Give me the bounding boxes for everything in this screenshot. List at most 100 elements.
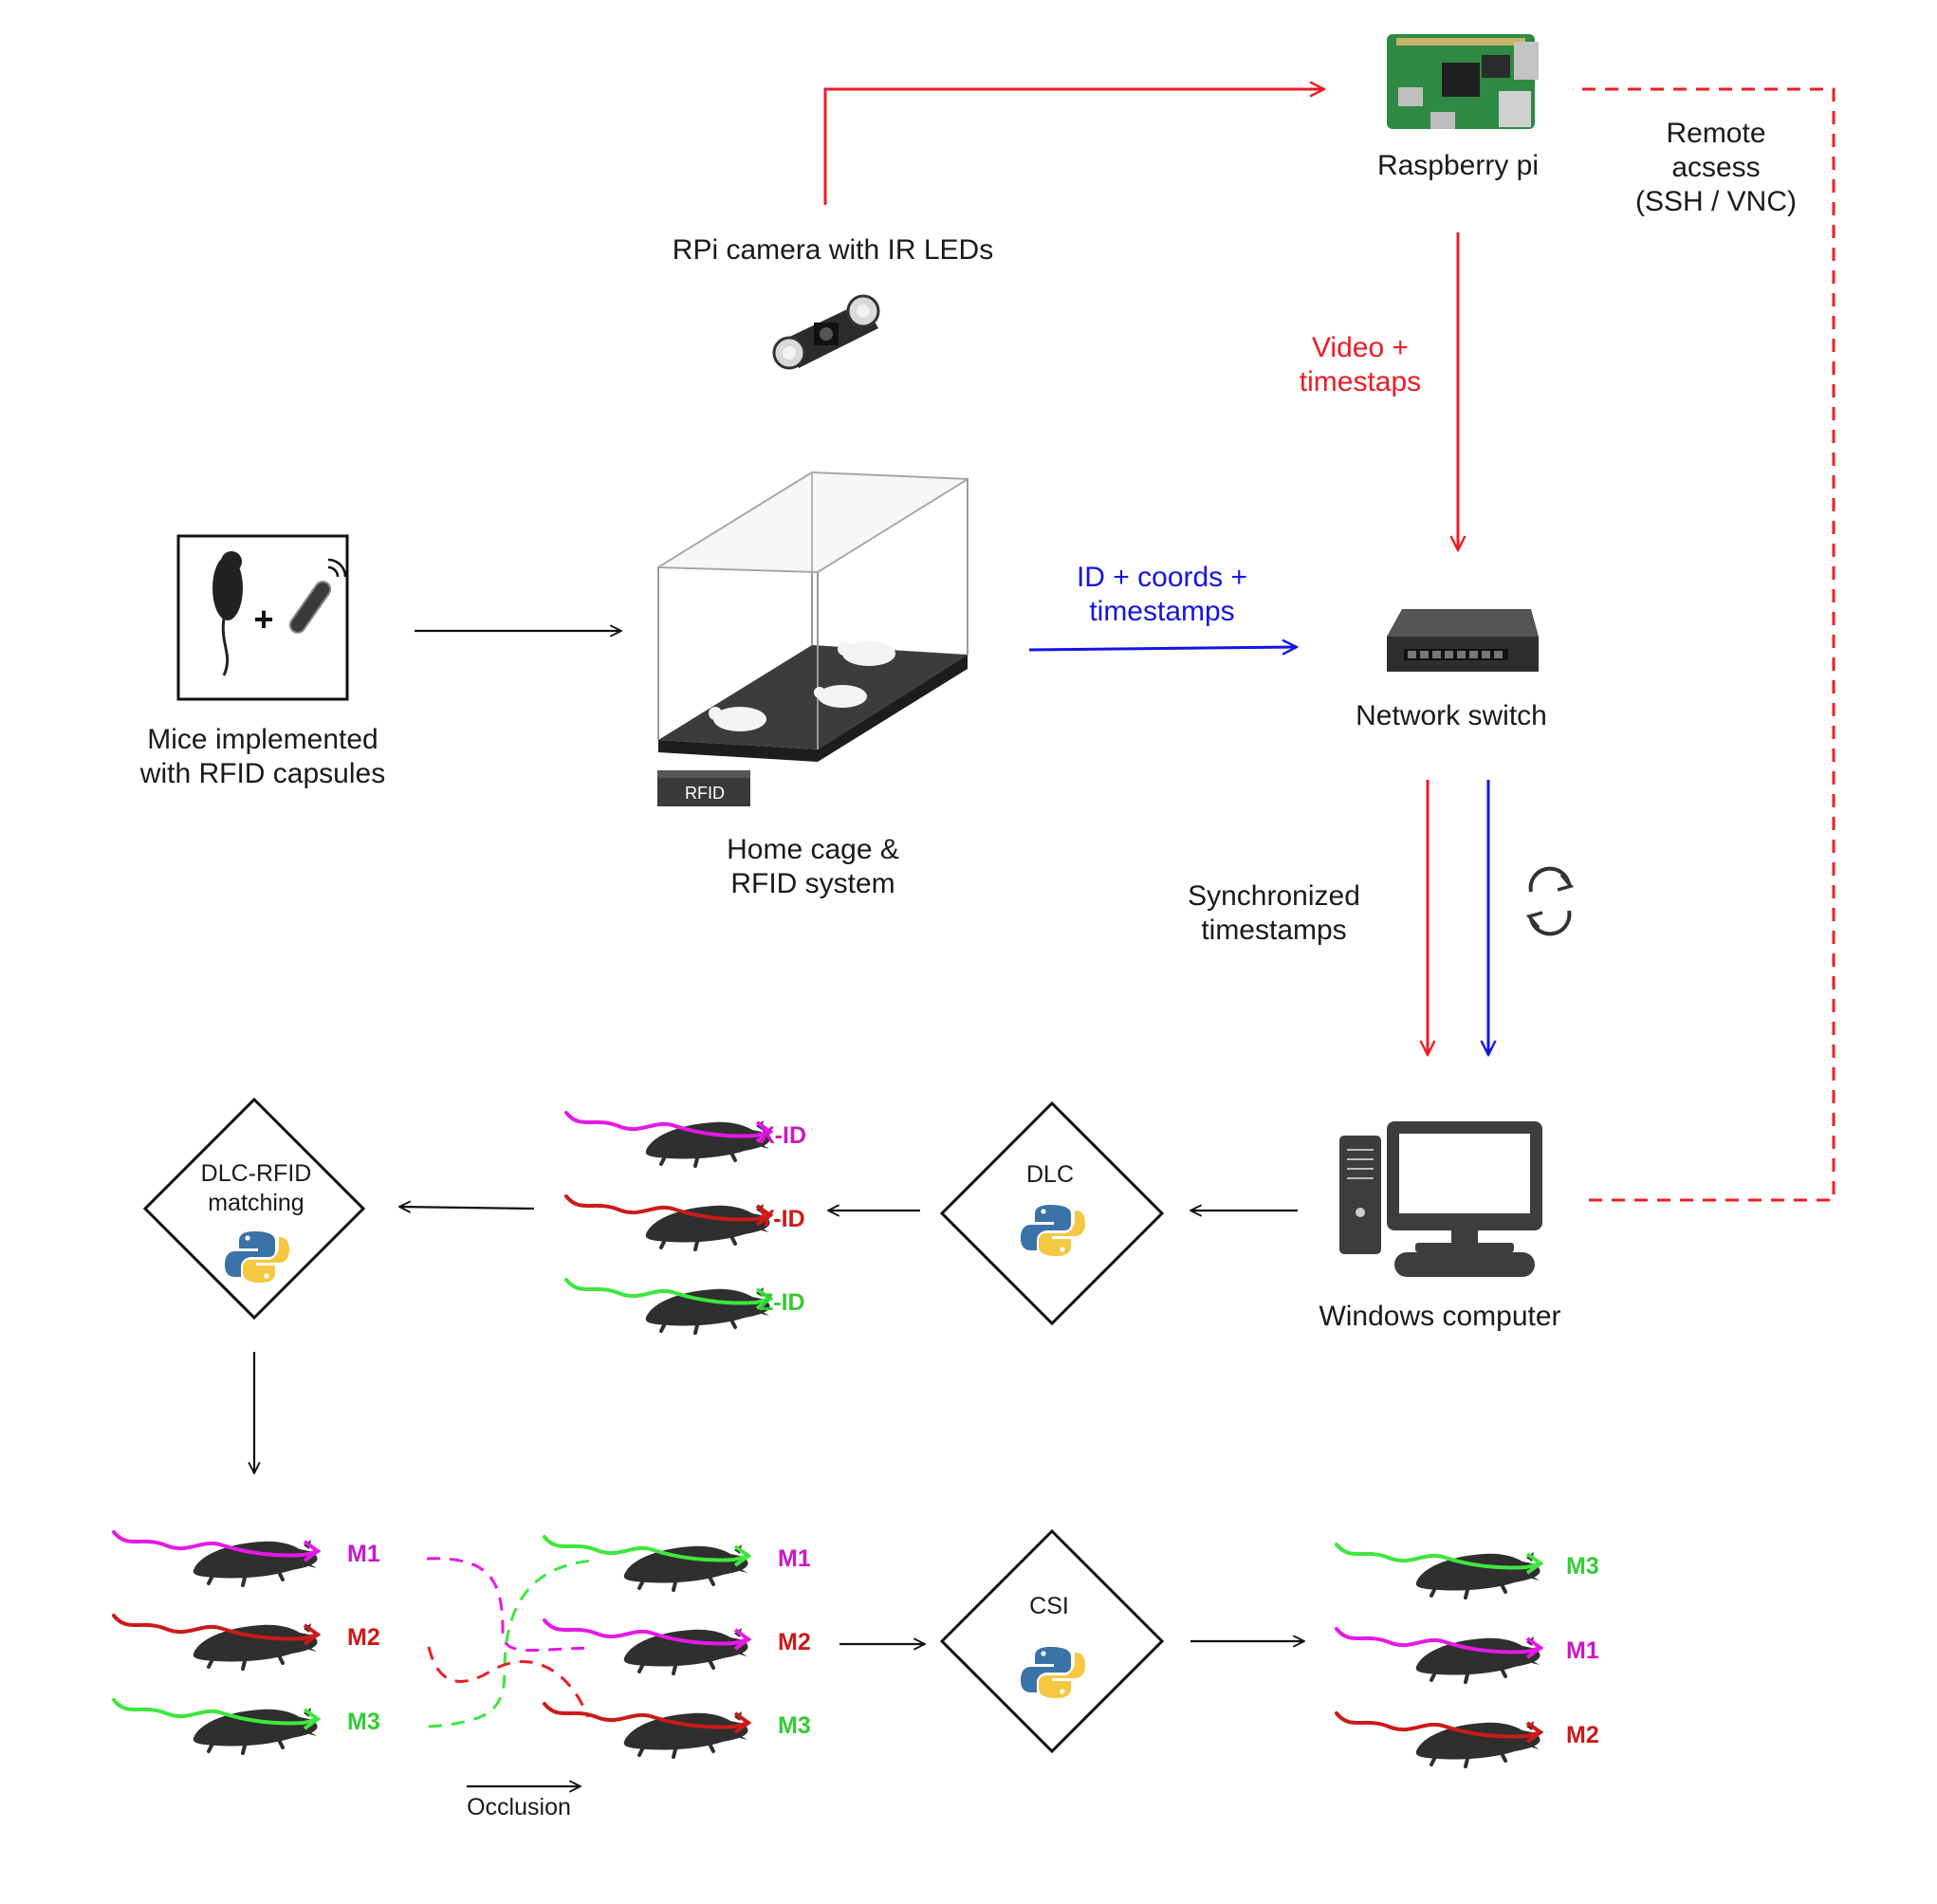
trajectory-arrowhead [303,1540,322,1562]
matching-node: DLC-RFID matching [142,1097,366,1321]
mouse-id-label: M3 [1566,1553,1599,1580]
mouse-silhouette-icon [1413,1719,1542,1768]
sync-arrows-icon [1525,866,1575,936]
camera-to-pi-arrow [823,89,1324,205]
trajectory-arrowhead [1525,1636,1544,1659]
trajectory-arrowhead [1525,1721,1544,1744]
mice-label-line-1: Mice implemented [147,724,378,755]
cage-to-switch-arrow [1028,647,1297,650]
trajectory-arrowhead [755,1120,774,1143]
corrected-mouse [1335,1543,1544,1599]
mouse-id-label: M3 [347,1709,380,1735]
mouse-id-label: M2 [347,1624,380,1651]
trajectory-line [1335,1627,1542,1654]
network-switch-icon [1387,609,1539,672]
video-feed-edges [823,89,1836,1202]
mouse-id-label: M2 [1566,1722,1599,1748]
id-coords-label-line-2: timestamps [1089,596,1234,627]
trajectory-line [112,1614,320,1641]
mouse-silhouette-icon [191,1538,320,1587]
mouse-silhouette-icon [191,1706,320,1755]
identified-mouse-after [543,1618,752,1675]
csi-label: CSI [1029,1593,1069,1619]
remote-line-2: acsess [1671,152,1760,183]
mouse-silhouette-icon [1413,1635,1542,1684]
trajectory-arrowhead [733,1544,752,1567]
mouse-silhouette-icon [643,1202,772,1251]
remote-access-label: Remote acsess (SSH / VNC) [1635,118,1797,217]
matching-diamond [142,1097,366,1321]
flow-arrows [254,631,1304,1786]
identified-mouse-before [112,1614,322,1671]
trajectory-line [543,1618,750,1646]
network-switch-label: Network switch [1356,700,1547,731]
tracks-to-matching-arrow [399,1207,535,1209]
home-cage-icon [657,471,968,806]
identified-mouse-after [543,1535,752,1592]
dlc-label: DLC [1026,1161,1074,1188]
trajectory-arrowhead [1525,1552,1544,1575]
mouse-silhouette-icon [643,1285,772,1335]
trajectory-line [112,1530,320,1558]
dlc-track-mouse [564,1194,774,1251]
remote-line-1: Remote [1666,118,1765,149]
mouse-silhouette-icon [621,1543,750,1592]
matching-label-line-2: matching [208,1190,304,1216]
data-feed-edges [1028,647,1488,1055]
trajectory-line [543,1535,750,1562]
csi-diamond [939,1528,1165,1754]
svg-text:+: + [253,600,273,638]
dlc-track-mouse [564,1111,774,1168]
trajectory-arrowhead [303,1708,322,1730]
mouse-silhouette-icon [191,1621,320,1671]
dlc-track-label: X-ID [759,1122,806,1149]
trajectory-arrowhead [733,1628,752,1651]
mouse-id-label: M1 [1566,1637,1599,1664]
mouse-id-label: M3 [778,1712,811,1739]
identified-mouse-after [543,1702,752,1759]
matching-label-line-1: DLC-RFID [201,1160,312,1187]
mouse-silhouette-icon [621,1626,750,1675]
occlusion-crossings [426,1557,594,1728]
id-coords-label-line-1: ID + coords + [1077,562,1247,593]
dlc-node: DLC [939,1100,1165,1326]
video-label-line-2: timestaps [1300,366,1421,397]
cage-label-line-1: Home cage & [727,834,899,865]
desktop-computer-icon [1339,1121,1542,1277]
raspberry-pi-board-icon [1387,34,1539,129]
trajectory-line [564,1111,772,1138]
trajectory-arrowhead [303,1623,322,1646]
mouse-silhouette-icon [643,1118,772,1168]
mouse-id-label: M1 [778,1545,811,1572]
mouse-plus-capsule-icon: + [176,534,349,701]
camera-label: RPi camera with IR LEDs [673,234,993,266]
mice-label-line-2: with RFID capsules [139,758,385,789]
video-label-line-1: Video + [1312,332,1409,363]
identified-mouse-before [112,1530,322,1587]
mouse-silhouette-icon [1413,1550,1542,1599]
cage-label-line-2: RFID system [730,868,895,899]
trajectory-line [543,1702,750,1729]
trajectory-line [1335,1543,1542,1570]
corrected-mouse [1335,1711,1544,1768]
mouse-silhouette-icon [621,1710,750,1759]
trajectory-line [564,1194,772,1222]
corrected-mouse [1335,1627,1544,1684]
camera-module-icon [772,294,880,370]
trajectory-arrowhead [755,1204,774,1227]
sync-label-line-2: timestamps [1201,915,1346,946]
trajectory-line [564,1278,772,1305]
remote-line-3: (SSH / VNC) [1635,186,1797,217]
mouse-id-label: M1 [347,1541,380,1567]
raspberry-pi-label: Raspberry pi [1377,150,1539,181]
trajectory-line [1335,1711,1542,1739]
identified-mouse-before [112,1698,322,1755]
occlusion-label: Occlusion [467,1794,571,1821]
trajectory-arrowhead [755,1287,774,1310]
csi-node: CSI [939,1528,1165,1754]
mouse-id-label: M2 [778,1629,811,1655]
windows-computer-label: Windows computer [1319,1301,1560,1332]
